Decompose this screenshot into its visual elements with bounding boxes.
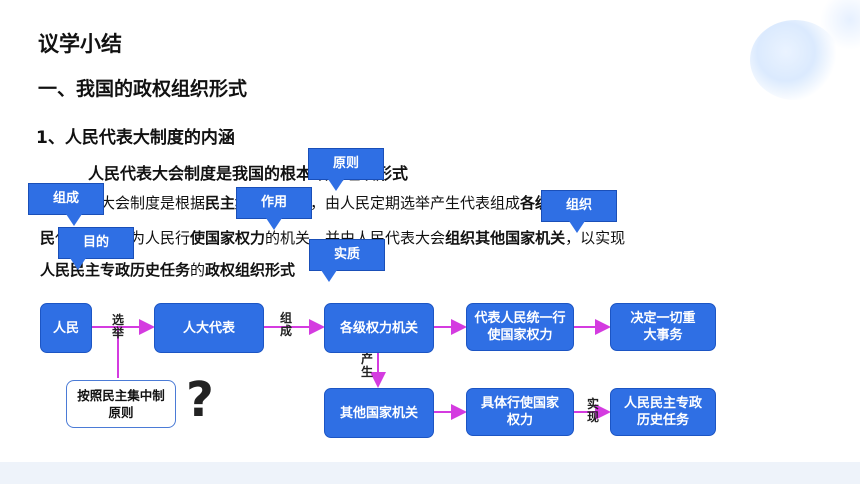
text-run-bold: 政权组织形式 bbox=[205, 261, 296, 279]
text-run-bold: 使国家权力 bbox=[190, 229, 266, 247]
flow-node-qita: 其他国家机关 bbox=[324, 388, 434, 438]
text-run: 原则，由人民定期选举产生代表组成 bbox=[280, 194, 521, 212]
callout-pointer bbox=[70, 258, 86, 270]
flow-node-quanli: 各级权力机关 bbox=[324, 303, 434, 353]
bottom-band bbox=[0, 462, 860, 484]
callout-zucheng: 组成 bbox=[28, 183, 104, 226]
flow-node-renmin: 人民 bbox=[40, 303, 92, 353]
callout-label: 原则 bbox=[308, 148, 384, 180]
flow-node-daibiao: 代表人民统一行使国家权力 bbox=[466, 303, 574, 351]
flow-node-juti: 具体行使国家权力 bbox=[466, 388, 574, 436]
callout-label: 作用 bbox=[236, 187, 312, 219]
edge-label-shixian: 实现 bbox=[586, 397, 599, 424]
callout-pointer bbox=[328, 179, 344, 191]
edge-label-chansheng: 产生 bbox=[360, 352, 373, 379]
callout-pointer bbox=[266, 218, 282, 230]
edge-label-xuanju: 选举 bbox=[111, 313, 124, 340]
callout-shizhi: 实质 bbox=[309, 239, 385, 282]
callout-label: 目的 bbox=[58, 227, 134, 259]
callout-label: 组成 bbox=[28, 183, 104, 215]
callout-zuzhi: 组织 bbox=[541, 190, 617, 233]
edge-label-zucheng: 组成 bbox=[279, 311, 292, 338]
callout-mudi: 目的 bbox=[58, 227, 134, 270]
text-run: 的 bbox=[190, 261, 206, 279]
principle-box: 按照民主集中制原则 bbox=[66, 380, 176, 428]
flow-node-shixian: 人民民主专政历史任务 bbox=[610, 388, 716, 436]
flow-node-renda: 人大代表 bbox=[154, 303, 264, 353]
subsection-title: 1、人民代表大制度的内涵 bbox=[36, 128, 235, 148]
flow-node-jueding: 决定一切重大事务 bbox=[610, 303, 716, 351]
callout-yuanze: 原则 bbox=[308, 148, 384, 191]
text-run-bold: 民 bbox=[40, 229, 56, 247]
page-title: 议学小结 bbox=[38, 32, 122, 56]
callout-label: 实质 bbox=[309, 239, 385, 271]
callout-pointer bbox=[321, 270, 337, 282]
callout-pointer bbox=[569, 221, 585, 233]
question-mark: ? bbox=[186, 372, 214, 428]
text-run: ，以实现 bbox=[565, 229, 626, 247]
text-run-bold: 组织其他国家机关 bbox=[445, 229, 566, 247]
callout-zuoyong: 作用 bbox=[236, 187, 312, 230]
callout-pointer bbox=[66, 214, 82, 226]
section-title: 一、我国的政权组织形式 bbox=[38, 78, 248, 100]
